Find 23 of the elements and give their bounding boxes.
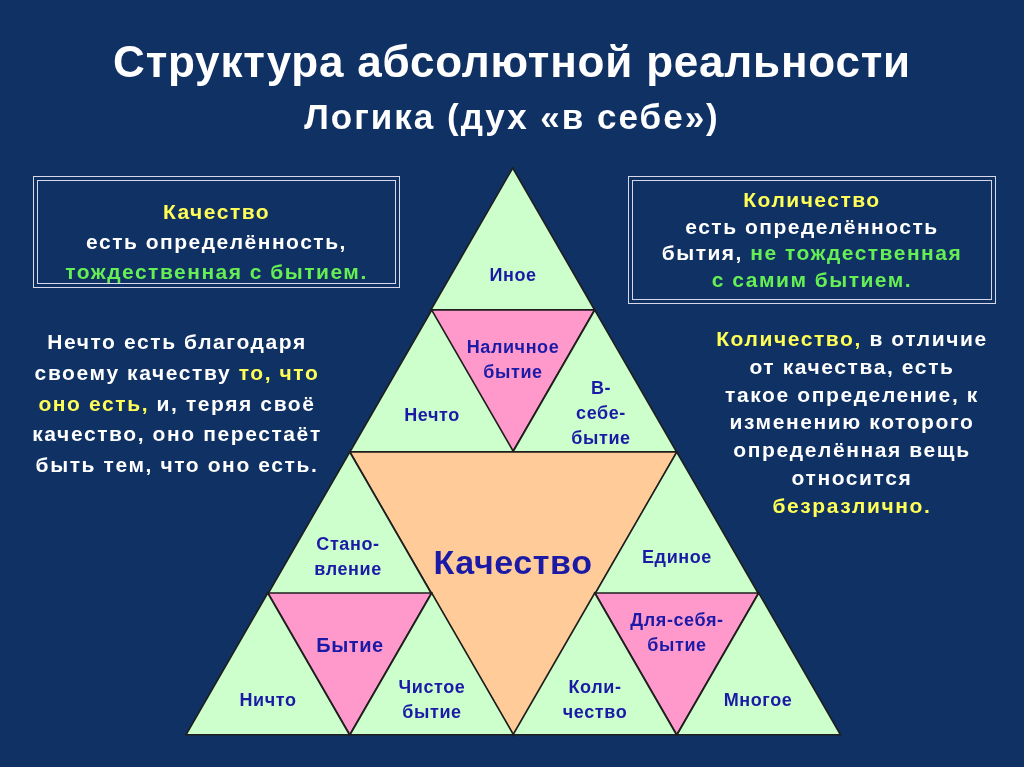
triangle-label: Иное xyxy=(489,263,537,287)
definition-panel xyxy=(33,176,400,288)
panel-text: есть определённость бытия, не тождественная с самим бытием. xyxy=(660,213,964,294)
triangle-label: В-себе-бытие xyxy=(571,376,631,450)
triangle-label: Нечто xyxy=(404,403,460,427)
triangle-label: Чистое бытие xyxy=(398,676,466,724)
panel-heading: Качество xyxy=(162,199,271,225)
panel-heading: Количество xyxy=(743,187,881,213)
definition-panel xyxy=(628,176,996,304)
triangle-label: Стано-вление xyxy=(314,533,382,581)
triangle-label: Для-себя-бытие xyxy=(629,609,725,657)
triangle-label: Наличное бытие xyxy=(466,336,560,384)
slide-subtitle: Логика (дух «в себе») xyxy=(304,97,720,137)
triangle-label: Многое xyxy=(723,688,793,712)
triangle-label: Единое xyxy=(642,545,712,569)
slide-title: Структура абсолютной реальности xyxy=(113,36,911,88)
triangle-label: Бытие xyxy=(316,633,384,658)
explanation-text: Нечто есть благодаря своему качеству то, что оно есть, и, теряя своё качество, оно перестаёт быть тем, что оно есть. xyxy=(31,329,323,479)
triangle-label: Коли-чество xyxy=(562,676,628,724)
triangle-label: Ничто xyxy=(239,688,297,712)
triangle-label: Качество xyxy=(433,541,593,583)
panel-text: есть определённость, тождественная с бытием. xyxy=(64,229,369,285)
explanation-text: Количество, в отличие от качества, есть такое определение, к изменению которого определённая вещь относится безразлично. xyxy=(715,326,989,519)
